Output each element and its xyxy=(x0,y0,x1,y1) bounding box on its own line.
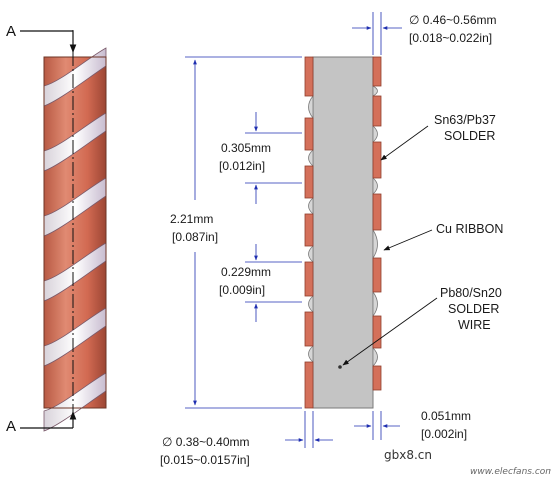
solder-fillet xyxy=(372,177,378,195)
section-label-top: A xyxy=(6,23,16,40)
ribbon-thickness-in: [0.002in] xyxy=(421,427,467,441)
pb80-label-line1: Pb80/Sn20 xyxy=(440,286,502,300)
column-outline xyxy=(43,56,107,409)
ribbon-segment xyxy=(304,56,314,97)
solder-fillet xyxy=(308,245,314,263)
pitch-upper-mm: 0.305mm xyxy=(221,141,271,155)
ribbon-segment xyxy=(372,95,382,127)
solder-fillet xyxy=(308,197,314,215)
overall-length-mm: 2.21mm xyxy=(170,212,213,226)
cu-ribbon-label: Cu RIBBON xyxy=(436,222,503,236)
core-solder-wire xyxy=(312,56,374,409)
pitch-lower-in: [0.009in] xyxy=(219,283,265,297)
ribbon-segment xyxy=(304,361,314,409)
ribbon-segment xyxy=(304,117,314,151)
solder-fillets-right xyxy=(372,85,378,367)
ribbon-thickness-dimension: 0.051mm [0.002in] xyxy=(354,409,471,441)
solder-fillet xyxy=(308,295,314,313)
solder-fillet xyxy=(372,85,378,97)
ribbon-segment xyxy=(304,213,314,247)
overall-length-in: [0.087in] xyxy=(172,230,218,244)
ribbon-segment xyxy=(372,56,382,87)
copper-ribbon-left xyxy=(304,56,314,409)
ribbon-segment xyxy=(372,315,382,349)
solder-fillet xyxy=(308,94,314,120)
solder-fillet xyxy=(308,149,314,167)
section-marker-top: A xyxy=(6,23,77,53)
solder-fillet xyxy=(372,347,378,367)
pitch-upper-in: [0.012in] xyxy=(219,159,265,173)
outer-diameter-dimension: ∅ 0.46~0.56mm [0.018~0.022in] xyxy=(352,12,497,55)
copper-ribbon-right xyxy=(372,56,382,391)
ribbon-segment xyxy=(372,365,382,391)
callout-sn63-solder: Sn63/Pb37 SOLDER xyxy=(380,113,496,161)
solder-fillet xyxy=(372,290,378,318)
watermark-sub: www.elecfans.com xyxy=(470,467,551,477)
solder-fillet xyxy=(372,228,378,260)
sn63-label-line2: SOLDER xyxy=(444,129,495,143)
solder-fillet xyxy=(372,125,378,143)
watermark: gbx8.cn www.elecfans.com xyxy=(384,448,551,477)
solder-helix-stripes xyxy=(43,47,107,432)
upper-pitch-dimension: 0.305mm [0.012in] xyxy=(219,112,302,204)
inner-diameter-mm: ∅ 0.38~0.40mm xyxy=(162,435,250,449)
callout-cu-ribbon: Cu RIBBON xyxy=(383,222,503,251)
column-external-view xyxy=(43,30,107,432)
ribbon-segment xyxy=(304,261,314,297)
sn63-label-line1: Sn63/Pb37 xyxy=(434,113,496,127)
lower-pitch-dimension: 0.229mm [0.009in] xyxy=(219,244,302,322)
inner-diameter-in: [0.015~0.0157in] xyxy=(160,453,250,467)
inner-diameter-dimension: ∅ 0.38~0.40mm [0.015~0.0157in] xyxy=(160,411,333,467)
watermark-text: gbx8.cn xyxy=(384,448,432,462)
cross-section-view xyxy=(304,56,382,409)
overall-length-dimension: 2.21mm [0.087in] xyxy=(170,56,302,409)
pitch-lower-mm: 0.229mm xyxy=(221,265,271,279)
ribbon-segment xyxy=(372,141,382,179)
ribbon-thickness-mm: 0.051mm xyxy=(421,409,471,423)
ribbon-segment xyxy=(372,257,382,293)
outer-diameter-in: [0.018~0.022in] xyxy=(409,31,492,45)
ribbon-segment xyxy=(372,193,382,231)
ribbon-segment xyxy=(304,311,314,347)
callout-pb80-solder-wire: Pb80/Sn20 SOLDER WIRE xyxy=(342,286,502,366)
section-label-bottom: A xyxy=(6,418,16,435)
outer-diameter-mm: ∅ 0.46~0.56mm xyxy=(409,13,497,27)
section-marker-bottom: A xyxy=(6,411,77,435)
pb80-label-line2: SOLDER xyxy=(448,302,499,316)
pb80-label-line3: WIRE xyxy=(458,318,491,332)
solder-fillet xyxy=(308,345,314,363)
ribbon-segment xyxy=(304,165,314,199)
